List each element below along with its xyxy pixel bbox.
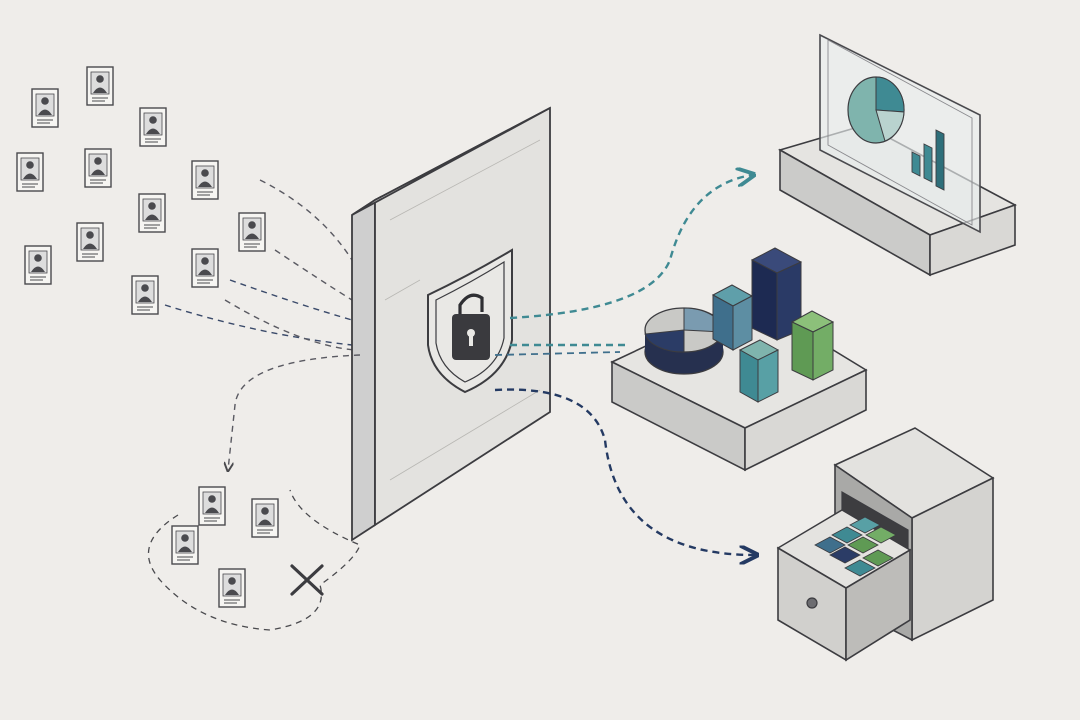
person-card-icon	[138, 193, 166, 233]
person-card-icon	[251, 498, 279, 538]
person-card-icon	[171, 525, 199, 565]
rejected-profiles-group	[147, 354, 361, 631]
profiles-group	[16, 66, 266, 315]
analytics-platform-group	[610, 247, 868, 472]
rejection-zone-outline	[147, 489, 361, 631]
arrow-to-analytics-secondary	[494, 351, 621, 356]
wall-shading	[384, 139, 541, 481]
data-blocks-icon	[814, 516, 897, 577]
drawer-knob-icon	[806, 597, 818, 609]
dashboard-group	[777, 33, 1017, 277]
person-card-icon	[198, 486, 226, 526]
person-card-icon	[131, 275, 159, 315]
x-mark-icon	[290, 564, 324, 596]
bar-chart-icon	[911, 129, 945, 191]
person-card-icon	[139, 107, 167, 147]
arrow-to-storage	[494, 388, 755, 555]
3d-pie-chart-icon	[644, 307, 724, 375]
pie-chart-icon	[847, 76, 905, 144]
outflow-lines	[494, 175, 755, 555]
person-card-icon	[31, 88, 59, 128]
person-card-icon	[16, 152, 44, 192]
person-card-icon	[191, 160, 219, 200]
rejection-arrow	[228, 354, 361, 470]
3d-bar-chart-icon	[711, 247, 835, 403]
shield-lock-icon	[427, 248, 513, 394]
person-card-icon	[86, 66, 114, 106]
person-card-icon	[218, 568, 246, 608]
person-card-icon	[84, 148, 112, 188]
person-card-icon	[24, 245, 52, 285]
inflow-lines	[164, 179, 356, 351]
storage-cabinet-group	[776, 427, 995, 662]
person-card-icon	[191, 248, 219, 288]
person-card-icon	[76, 222, 104, 262]
person-card-icon	[238, 212, 266, 252]
